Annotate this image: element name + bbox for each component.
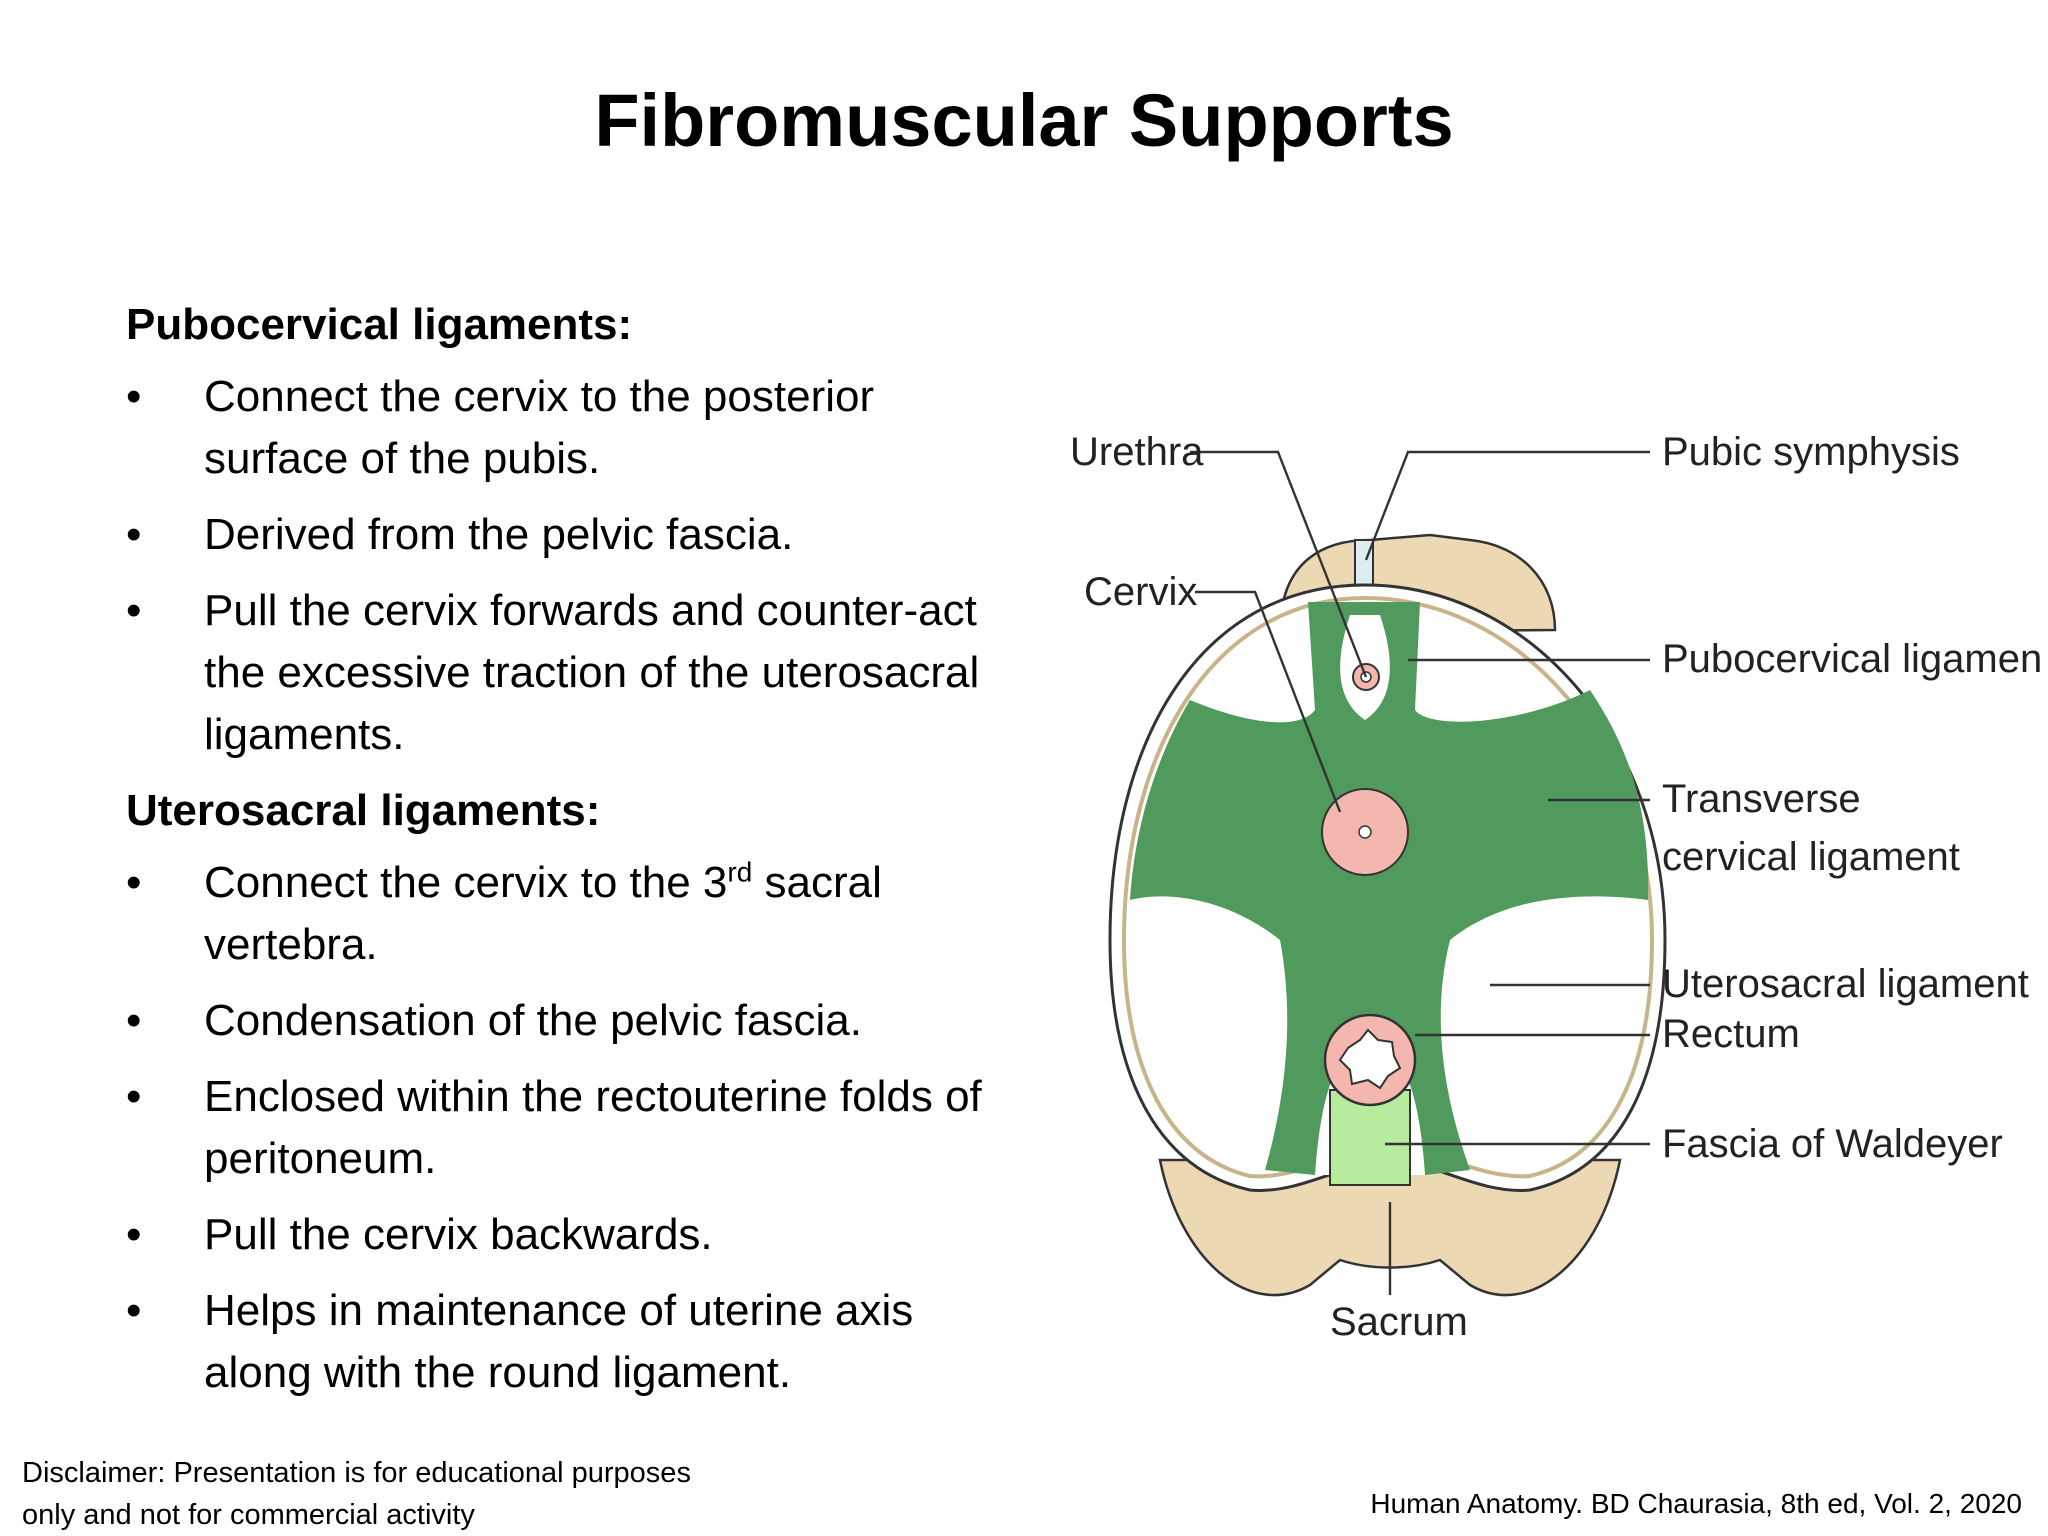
bullet-text: Enclosed within the rectouterine folds o… (204, 1072, 982, 1183)
label-transverse-line1: Transverse (1662, 777, 1861, 821)
bullet-dot: • (126, 510, 142, 559)
disclaimer-line: only and not for commercial activity (22, 1499, 475, 1531)
label-uterosacral-ligament: Uterosacral ligament (1662, 962, 2029, 1006)
pubocervical-bullets: • Connect the cervix to the posterior sur… (126, 366, 1026, 766)
list-item: • Connect the cervix to the posterior sur… (126, 366, 1026, 490)
bullet-dot: • (126, 586, 142, 635)
label-fascia-of-waldeyer: Fascia of Waldeyer (1662, 1122, 2003, 1166)
disclaimer: Disclaimer: Presentation is for educatio… (22, 1452, 782, 1536)
disclaimer-line: Disclaimer: Presentation is for educatio… (22, 1457, 691, 1489)
bullet-dot: • (126, 372, 142, 421)
pubic-symphysis-leader (1364, 450, 1650, 561)
bullet-text: Condensation of the pelvic fascia. (204, 996, 862, 1045)
bullet-dot: • (126, 1286, 142, 1335)
urethra-leader (1190, 450, 1368, 678)
bullet-text: Connect the cervix to the posterior surf… (204, 372, 875, 483)
list-item: • Enclosed within the rectouterine folds … (126, 1066, 1026, 1190)
list-item: • Connect the cervix to the 3rd sacral ve… (126, 852, 1026, 976)
list-item: • Condensation of the pelvic fascia. (126, 990, 1026, 1052)
diagram-svg: Urethra Cervix Pubic symphysis Pubocervi… (1070, 430, 2048, 1344)
bullet-text: Derived from the pelvic fascia. (204, 510, 794, 559)
bullet-text: sacral vertebra. (204, 858, 882, 969)
superscript: rd (727, 856, 753, 888)
pelvic-supports-diagram: Urethra Cervix Pubic symphysis Pubocervi… (1050, 380, 2048, 1370)
bullet-text: Pull the cervix forwards and counter-act… (204, 586, 980, 759)
bullet-text: Pull the cervix backwards. (204, 1210, 713, 1259)
section-heading-pubocervical: Pubocervical ligaments: (126, 300, 633, 349)
label-transverse-line2: cervical ligament (1662, 835, 1960, 879)
bullet-text: Helps in maintenance of uterine axis alo… (204, 1286, 914, 1397)
label-urethra: Urethra (1070, 430, 1204, 474)
bullet-dot: • (126, 1210, 142, 1259)
section-heading-uterosacral: Uterosacral ligaments: (126, 786, 601, 835)
text-column: Pubocervical ligaments: • Connect the cer… (126, 290, 1026, 1418)
label-pubic-symphysis: Pubic symphysis (1662, 430, 1960, 474)
ligaments-green-shape (1130, 602, 1649, 1175)
list-item: • Derived from the pelvic fascia. (126, 504, 1026, 566)
list-item: • Pull the cervix forwards and counter-ac… (126, 580, 1026, 766)
cervical-os (1358, 825, 1372, 839)
label-rectum: Rectum (1662, 1012, 1800, 1056)
label-sacrum: Sacrum (1330, 1300, 1468, 1344)
bullet-dot: • (126, 1072, 142, 1121)
list-item: • Pull the cervix backwards. (126, 1204, 1026, 1266)
bullet-text: Connect the cervix to the 3 (204, 858, 728, 907)
rectum-lumen (1338, 1028, 1402, 1090)
label-pubocervical-ligament: Pubocervical ligament (1662, 637, 2040, 681)
list-item: • Helps in maintenance of uterine axis al… (126, 1280, 1026, 1404)
source-credit: Human Anatomy. BD Chaurasia, 8th ed, Vol… (1370, 1488, 2022, 1519)
cervix-leader (1195, 590, 1342, 813)
bullet-dot: • (126, 858, 142, 907)
uterosacral-bullets: • Connect the cervix to the 3rd sacral ve… (126, 852, 1026, 1404)
bullet-dot: • (126, 996, 142, 1045)
label-cervix: Cervix (1084, 570, 1197, 614)
slide-title: Fibromuscular Supports (594, 79, 1454, 162)
